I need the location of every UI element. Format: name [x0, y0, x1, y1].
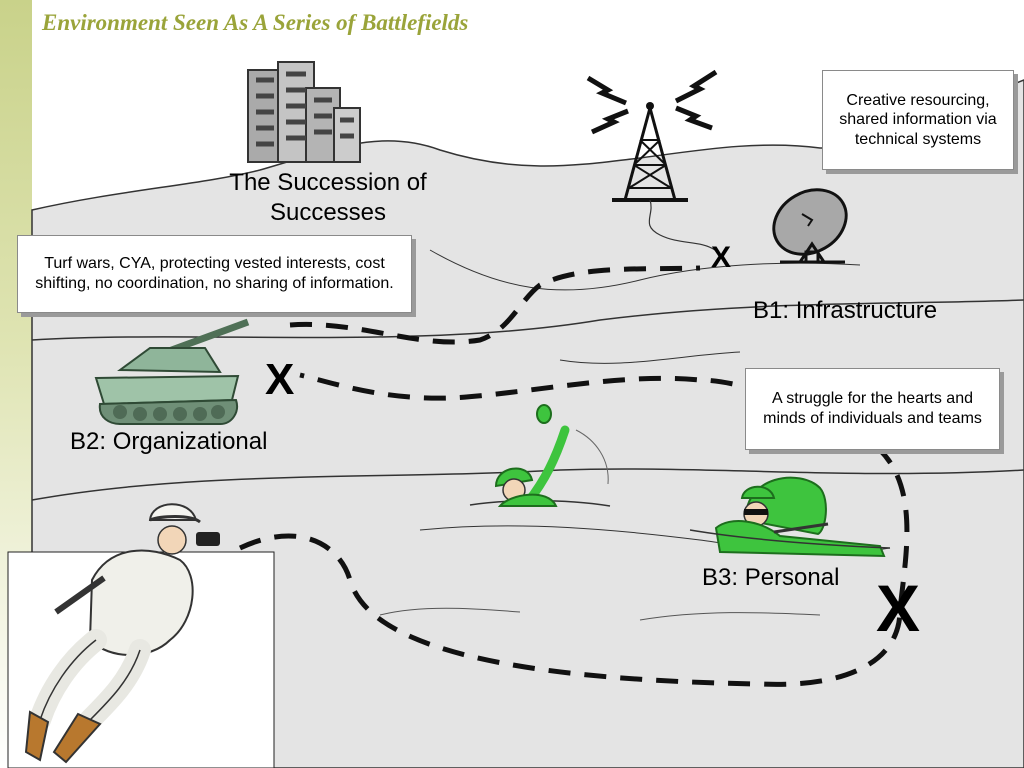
satellite-dish-icon: [772, 188, 848, 264]
x-marker-infrastructure: X: [711, 241, 732, 274]
slide-title: Environment Seen As A Series of Battlefi…: [42, 10, 469, 35]
infrastructure-label: B1: Infrastructure: [753, 297, 938, 324]
x-marker-organizational: X: [265, 355, 295, 404]
tank-icon: [94, 318, 250, 425]
turf-wars-callout: Turf wars, CYA, protecting vested intere…: [17, 235, 412, 313]
struggle-text: A struggle for the hearts and minds of i…: [763, 390, 982, 427]
city-buildings-icon: [247, 61, 361, 163]
creative-resourcing-text: Creative resourcing, shared information …: [839, 91, 997, 148]
soldier-with-radio-icon: [689, 476, 891, 558]
creative-resourcing-callout: Creative resourcing, shared information …: [822, 70, 1014, 170]
dashed-route: [238, 372, 910, 687]
personal-label: B3: Personal: [702, 564, 840, 591]
struggle-callout: A struggle for the hearts and minds of i…: [745, 368, 1000, 450]
soldier-with-binoculars-icon: [24, 503, 220, 764]
x-marker-personal: X: [876, 571, 921, 645]
soldier-throwing-grenade-icon: [469, 404, 611, 507]
radio-tower-icon: [586, 69, 718, 251]
turf-wars-text: Turf wars, CYA, protecting vested intere…: [35, 255, 394, 292]
organizational-label: B2: Organizational: [70, 428, 268, 455]
succession-label: The Succession of Successes: [229, 169, 427, 226]
